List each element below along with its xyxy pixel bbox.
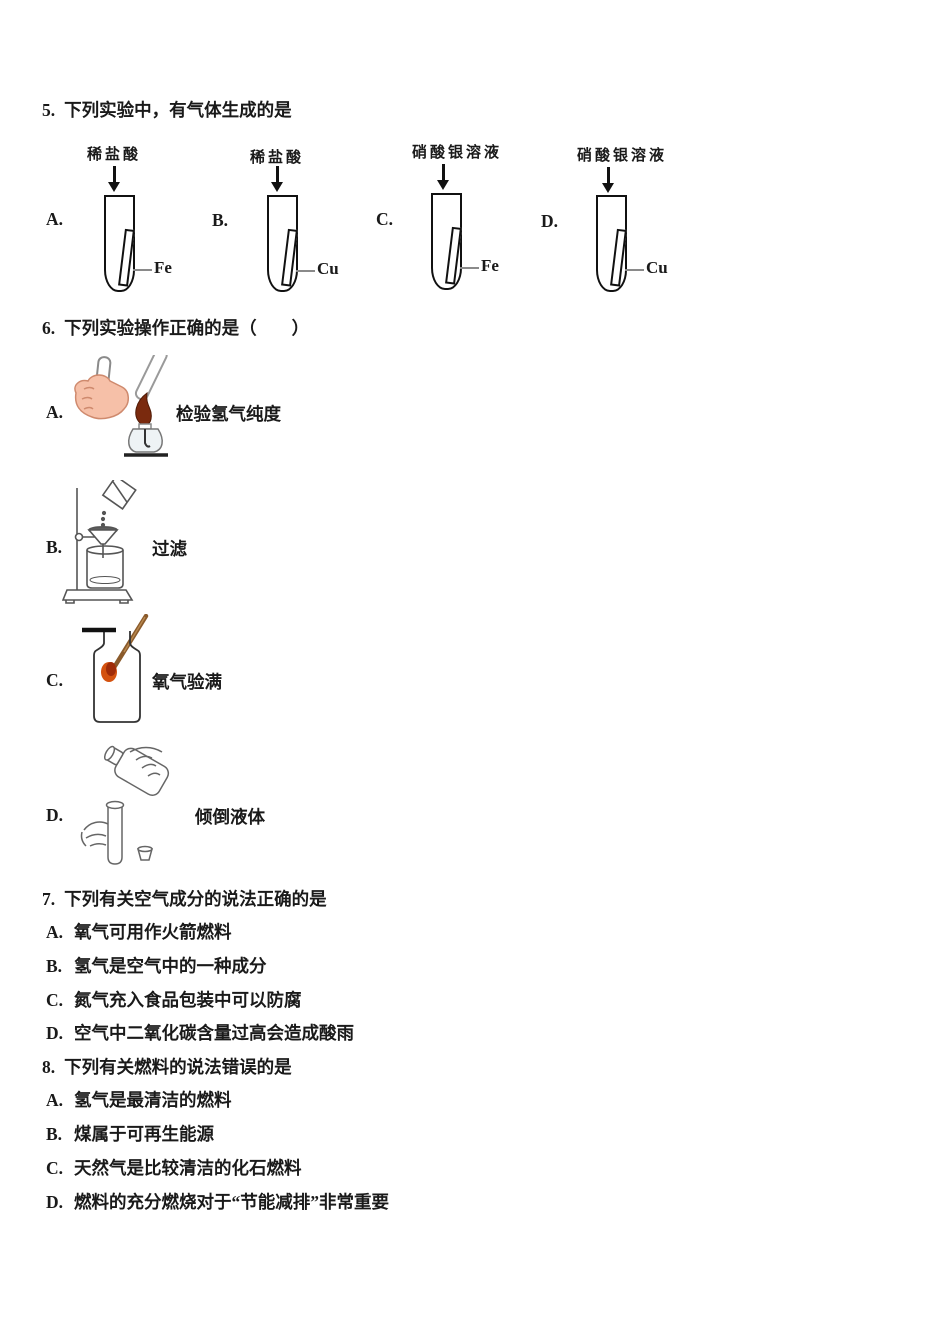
question-5-number: 5. — [42, 100, 56, 120]
question-6-number: 6. — [42, 318, 56, 338]
q6-caption-a: 检验氢气纯度 — [176, 404, 281, 424]
option-text: 天然气是比较清洁的化石燃料 — [74, 1158, 302, 1178]
option-letter: C. — [46, 1158, 64, 1178]
pointer-line — [625, 269, 644, 271]
q5-option-letter-d: D. — [541, 211, 559, 231]
q6-caption-d: 倾倒液体 — [195, 807, 265, 827]
test-tube-icon — [596, 195, 627, 292]
q6-option-letter-a: A. — [46, 402, 64, 422]
filtration-apparatus-icon — [61, 475, 146, 609]
down-arrow-icon — [437, 164, 450, 191]
question-7-title: 7. 下列有关空气成分的说法正确的是 — [42, 889, 327, 909]
down-arrow-icon — [271, 166, 284, 193]
test-tube-icon — [104, 195, 135, 292]
q7-option-c: C. 氮气充入食品包装中可以防腐 — [46, 990, 302, 1010]
option-text: 氮气充入食品包装中可以防腐 — [74, 990, 302, 1010]
pouring-liquid-icon — [78, 744, 184, 875]
option-text: 煤属于可再生能源 — [74, 1124, 214, 1144]
reagent-label-b: 稀盐酸 — [249, 150, 304, 166]
option-text: 燃料的充分燃烧对于“节能减排”非常重要 — [74, 1192, 389, 1212]
option-letter: B. — [46, 1124, 63, 1144]
q8-option-a: A. 氢气是最清洁的燃料 — [46, 1090, 232, 1110]
q6-option-letter-d: D. — [46, 805, 64, 825]
glowing-splint-bottle-icon — [82, 613, 154, 731]
metal-strip-icon — [445, 226, 462, 285]
metal-strip-icon — [118, 228, 135, 287]
metal-label-d: Cu — [646, 258, 668, 277]
q8-option-d: D. 燃料的充分燃烧对于“节能减排”非常重要 — [46, 1192, 389, 1212]
q6-option-letter-c: C. — [46, 670, 64, 690]
pointer-line — [460, 267, 479, 269]
test-tube-icon — [431, 193, 462, 290]
q8-option-b: B. 煤属于可再生能源 — [46, 1124, 214, 1144]
q7-option-a: A. 氧气可用作火箭燃料 — [46, 922, 232, 942]
reagent-label-d: 硝酸银溶液 — [576, 148, 667, 164]
reagent-label-c: 硝酸银溶液 — [411, 145, 502, 161]
option-letter: B. — [46, 956, 63, 976]
option-letter: A. — [46, 1090, 64, 1110]
metal-label-a: Fe — [154, 258, 172, 277]
q5-option-letter-b: B. — [212, 210, 229, 230]
question-5-title: 5. 下列实验中，有气体生成的是 — [42, 100, 292, 120]
question-5-text: 下列实验中，有气体生成的是 — [64, 100, 292, 120]
question-7-text: 下列有关空气成分的说法正确的是 — [64, 889, 327, 909]
question-7-number: 7. — [42, 889, 56, 909]
option-text: 氢气是空气中的一种成分 — [74, 956, 267, 976]
pointer-line — [133, 269, 152, 271]
metal-strip-icon — [610, 228, 627, 287]
option-letter: D. — [46, 1192, 64, 1212]
q6-option-letter-b: B. — [46, 537, 63, 557]
question-8-number: 8. — [42, 1057, 56, 1077]
q5-option-letter-a: A. — [46, 209, 64, 229]
q6-caption-b: 过滤 — [152, 539, 187, 559]
pointer-line — [296, 270, 315, 272]
down-arrow-icon — [108, 166, 121, 193]
q6-caption-c: 氧气验满 — [152, 672, 222, 692]
option-text: 空气中二氧化碳含量过高会造成酸雨 — [74, 1023, 354, 1043]
question-6-title: 6. 下列实验操作正确的是（ ） — [42, 318, 309, 338]
test-tube-icon — [267, 195, 298, 292]
option-letter: A. — [46, 922, 64, 942]
q7-option-b: B. 氢气是空气中的一种成分 — [46, 956, 267, 976]
q8-option-c: C. 天然气是比较清洁的化石燃料 — [46, 1158, 302, 1178]
metal-label-c: Fe — [481, 256, 499, 275]
question-8-text: 下列有关燃料的说法错误的是 — [64, 1057, 292, 1077]
question-6-text: 下列实验操作正确的是（ ） — [64, 318, 310, 338]
q7-option-d: D. 空气中二氧化碳含量过高会造成酸雨 — [46, 1023, 354, 1043]
question-8-title: 8. 下列有关燃料的说法错误的是 — [42, 1057, 292, 1077]
option-letter: D. — [46, 1023, 64, 1043]
metal-strip-icon — [281, 228, 298, 287]
hand-test-tube-flame-icon — [66, 348, 178, 466]
option-text: 氧气可用作火箭燃料 — [74, 922, 232, 942]
metal-label-b: Cu — [317, 259, 339, 278]
option-letter: C. — [46, 990, 64, 1010]
q5-option-letter-c: C. — [376, 209, 394, 229]
option-text: 氢气是最清洁的燃料 — [74, 1090, 232, 1110]
reagent-label-a: 稀盐酸 — [86, 147, 141, 163]
down-arrow-icon — [602, 167, 615, 194]
